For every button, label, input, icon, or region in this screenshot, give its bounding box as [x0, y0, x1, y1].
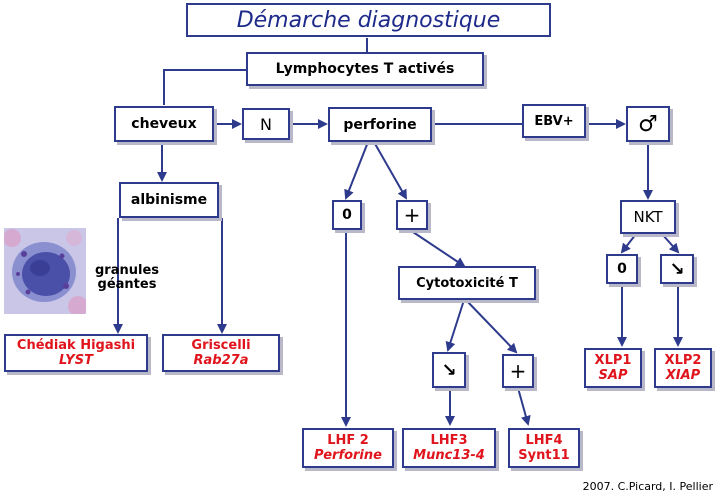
node-perforine-label: perforine [343, 116, 417, 133]
disease-xlp2: XLP2 XIAP [654, 348, 712, 388]
disease-lhf3-gene: Munc13-4 [413, 448, 485, 463]
disease-xlp1-gene: SAP [598, 368, 628, 383]
node-perforine-plus: + [396, 200, 428, 230]
node-cytotox-plus-label: + [509, 359, 527, 383]
cell-micrograph-image [4, 228, 86, 314]
disease-griscelli-gene: Rab27a [193, 353, 249, 368]
diagram-title-text: Démarche diagnostique [236, 7, 501, 33]
arrow-nkt-down [661, 233, 680, 254]
node-cytotox-down: ↘ [432, 352, 466, 388]
disease-lhf3-name: LHF3 [430, 433, 468, 448]
node-perforine-zero-label: 0 [342, 207, 352, 223]
arrow-perforine-zero [344, 141, 369, 200]
node-perforine-zero: 0 [332, 200, 362, 230]
node-albinisme-label: albinisme [130, 192, 208, 208]
node-cytotoxicite-label: Cytotoxicité T [416, 275, 518, 291]
arrow-cytotox-plus [465, 299, 518, 354]
node-nkt: NKT [620, 200, 676, 234]
line-lympho-cheveux [163, 69, 246, 105]
disease-chediak-name: Chédiak Higashi [16, 338, 136, 353]
disease-xlp2-gene: XIAP [665, 368, 701, 383]
node-lymphocytes: Lymphocytes T activés [246, 52, 484, 86]
disease-lhf2-name: LHF 2 [327, 433, 369, 448]
diagram-title: Démarche diagnostique [186, 3, 551, 37]
arrow-plus-cytotox [409, 229, 466, 268]
disease-xlp1: XLP1 SAP [584, 348, 642, 388]
arrow-cytotox-down [445, 299, 465, 352]
node-nkt-zero-label: 0 [617, 261, 627, 277]
granules-line1: granules [94, 263, 159, 278]
node-cheveux: cheveux [114, 106, 214, 142]
node-cytotoxicite: Cytotoxicité T [398, 266, 536, 300]
disease-lhf4: LHF4 Synt11 [508, 428, 580, 468]
node-cheveux-label: cheveux [131, 116, 197, 132]
disease-griscelli: Griscelli Rab27a [162, 334, 280, 372]
node-ebv: EBV+ [522, 104, 586, 138]
down-arrow-icon: ↘ [669, 258, 685, 280]
granules-label: granules géantes [88, 264, 166, 292]
arrow-plus-lhf4 [517, 387, 531, 426]
node-albinisme: albinisme [119, 182, 219, 218]
disease-chediak-higashi: Chédiak Higashi LYST [4, 334, 148, 372]
disease-lhf2: LHF 2 Perforine [302, 428, 394, 468]
node-lymphocytes-label: Lymphocytes T activés [275, 61, 455, 77]
disease-xlp1-name: XLP1 [594, 353, 632, 368]
male-symbol-icon: ♂ [638, 111, 658, 137]
disease-lhf4-gene: Synt11 [518, 448, 570, 463]
disease-lhf3: LHF3 Munc13-4 [402, 428, 496, 468]
node-perforine-plus-label: + [403, 203, 421, 227]
node-n-label: N [260, 114, 272, 134]
node-male: ♂ [626, 106, 670, 142]
arrow-perforine-plus [373, 141, 407, 200]
disease-chediak-gene: LYST [59, 353, 93, 368]
granules-line2: géantes [97, 277, 157, 292]
node-nkt-label: NKT [633, 208, 663, 226]
node-cytotox-plus: + [502, 354, 534, 388]
credit-text: 2007. C.Picard, I. Pellier [582, 480, 713, 493]
node-nkt-down: ↘ [660, 254, 694, 284]
node-ebv-label: EBV+ [534, 113, 574, 129]
node-n: N [242, 108, 290, 140]
node-nkt-zero: 0 [606, 254, 638, 284]
disease-griscelli-name: Griscelli [191, 338, 251, 353]
disease-lhf2-gene: Perforine [314, 448, 382, 463]
node-perforine: perforine [328, 107, 432, 142]
disease-xlp2-name: XLP2 [664, 353, 702, 368]
arrow-nkt-zero [620, 233, 637, 254]
down-arrow-icon: ↘ [441, 359, 457, 381]
disease-lhf4-name: LHF4 [525, 433, 563, 448]
